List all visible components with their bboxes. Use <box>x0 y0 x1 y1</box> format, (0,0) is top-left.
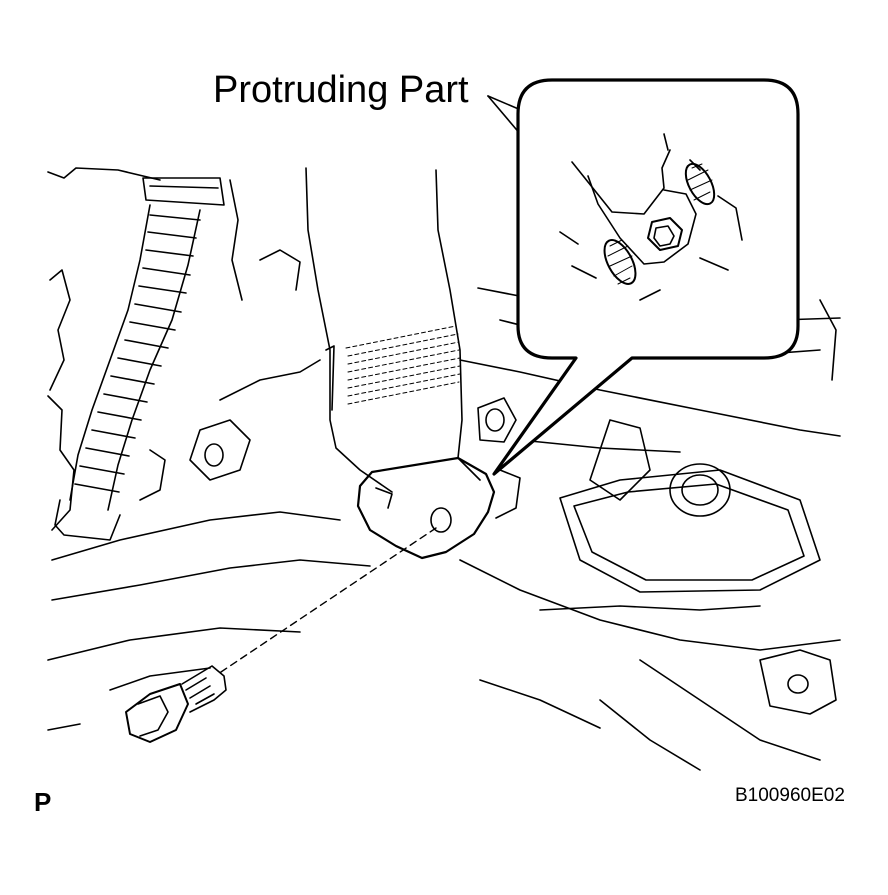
body-structure-left <box>47 167 371 731</box>
protruding-part-label: Protruding Part <box>213 69 469 111</box>
view-marker-label: P <box>34 787 52 817</box>
protruding-part-left <box>603 239 637 285</box>
seat-belt <box>305 167 496 560</box>
floor-structure-right <box>459 287 841 771</box>
detail-callout-bubble-icon <box>492 78 800 476</box>
bolt-guide-line <box>217 527 437 675</box>
bolt-icon <box>125 665 227 743</box>
anchor-bracket <box>477 397 521 519</box>
detail-view <box>559 133 743 301</box>
figure-id-label: B100960E02 <box>735 785 845 806</box>
protruding-part-right <box>684 162 716 206</box>
wire-harness <box>54 177 225 541</box>
